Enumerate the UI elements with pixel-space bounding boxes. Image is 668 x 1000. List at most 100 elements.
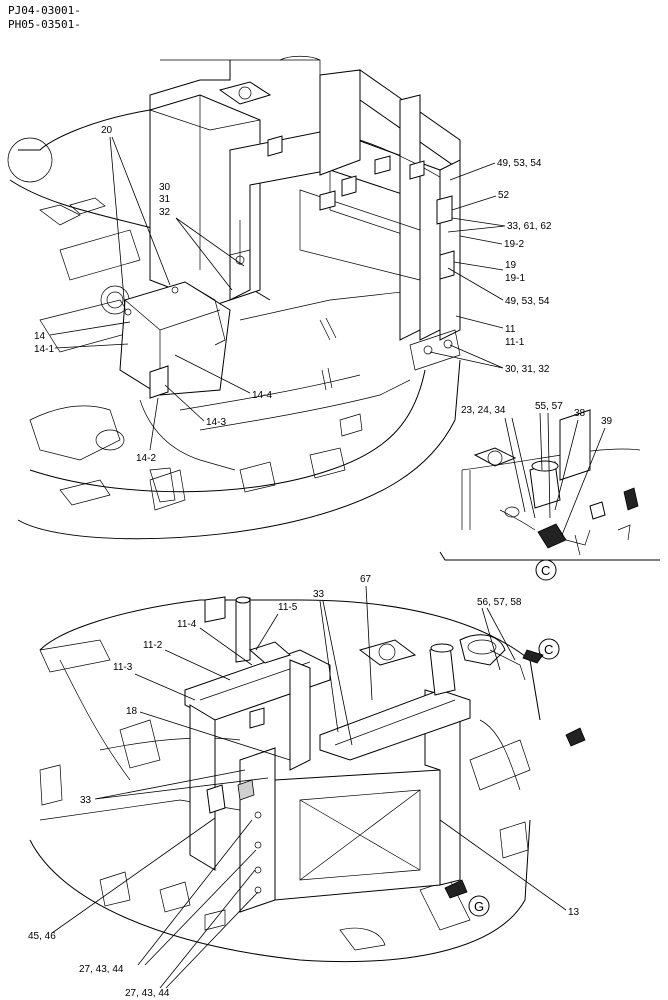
callout-11-2: 11-2: [143, 640, 163, 651]
serial-range-2: PH05-03501-: [8, 18, 81, 31]
leader-33-side: [94, 769, 269, 800]
frame-deck-edge: [29, 369, 426, 493]
detail-callouts: 23, 24, 34 55, 57 38 39: [461, 401, 613, 536]
leader-55-57: [539, 412, 551, 519]
deck-cable: [139, 399, 236, 471]
leader-19-2: [459, 235, 503, 245]
top-beam-line: [334, 699, 456, 746]
leader-52: [451, 195, 497, 211]
detail-bolt: [617, 524, 631, 541]
upper-frame-view: [7, 55, 461, 540]
detail-clamp: [504, 506, 520, 518]
tank-cap-bolt: [238, 86, 252, 100]
detail-wire: [565, 529, 591, 556]
callout-27-43-44-b: 27, 43, 44: [125, 988, 170, 999]
callout-56-57-58: 56, 57, 58: [477, 597, 522, 608]
foot-bolt-1: [423, 345, 433, 355]
callout-31: 31: [159, 194, 171, 205]
side-bracket: [439, 159, 461, 341]
lower-bracket-2: [119, 719, 161, 769]
frame-brace: [359, 139, 446, 181]
lower-bracket-3: [469, 739, 531, 791]
leader-56-57-58: [481, 607, 516, 671]
lower-disc-rear: [39, 599, 541, 721]
detail-filter-top: [531, 460, 559, 472]
side-plate-52: [436, 195, 453, 225]
detail-pump-plate: [473, 447, 517, 467]
lower-pad-3: [339, 927, 386, 951]
frame-post-left: [319, 69, 361, 176]
lower-rail-left: [59, 659, 131, 781]
callout-19: 19: [505, 260, 517, 271]
view-c-marker-circle: [535, 559, 557, 581]
lower-rail-mid: [99, 737, 241, 751]
callout-11-4: 11-4: [177, 619, 197, 630]
callout-11: 11: [505, 324, 516, 335]
view-g-marker-label: G: [474, 899, 484, 914]
leader-33-61: [447, 217, 506, 233]
leader-11-2: [164, 649, 231, 681]
lower-frame-view: C G: [29, 596, 586, 963]
duct-clamp: [149, 365, 169, 399]
lower-frame-top-bracket: [249, 641, 291, 664]
bolt-stack: [229, 220, 251, 265]
callout-23-24-34: 23, 24, 34: [461, 405, 506, 416]
tank-cap: [218, 81, 272, 105]
deck-bracket-3: [149, 467, 176, 503]
connector-block-2: [237, 779, 255, 801]
callout-19-1: 19-1: [505, 273, 525, 284]
bracket-top-4: [409, 160, 425, 180]
detail-c-frame: [439, 551, 660, 561]
callout-32: 32: [159, 207, 171, 218]
detail-hose: [499, 509, 536, 531]
top-view-callouts: 20 30 31 32 49, 53, 54 52 33, 61, 62 19-…: [34, 125, 552, 464]
callout-14-1: 14-1: [34, 344, 54, 355]
view-c-marker-label: C: [541, 563, 550, 578]
leader-14-2: [149, 397, 159, 451]
callout-49-53-54-top: 49, 53, 54: [497, 158, 542, 169]
lower-bracket-1: [39, 764, 63, 806]
bearing-ring-inner: [106, 291, 124, 309]
serial-range-1: PJ04-03001-: [8, 4, 81, 17]
callout-30: 30: [159, 182, 171, 193]
air-duct-flange: [184, 281, 226, 346]
rear-bracket: [204, 596, 226, 623]
duct-bolt-1: [124, 308, 132, 316]
deck-marks-1: [319, 317, 337, 341]
fan-shroud-louvers: [299, 789, 421, 881]
lower-frame-column: [239, 747, 276, 913]
connector-block: [206, 784, 226, 814]
callout-39: 39: [601, 416, 613, 427]
lower-rail-right: [479, 719, 521, 791]
view-c-marker-label-2: C: [544, 642, 553, 657]
column-bolt-1: [254, 811, 262, 819]
leader-19: [453, 261, 504, 271]
detail-fitting: [589, 501, 606, 520]
filter-housing: [429, 644, 456, 696]
deck-plate-c: [29, 405, 121, 461]
swing-bearing-cutout: [7, 137, 53, 183]
leader-67: [365, 585, 373, 701]
lower-disc-outline: [29, 819, 531, 963]
leader-11-5: [255, 613, 279, 651]
leader-14-4: [174, 354, 251, 394]
leader-14-3: [164, 384, 205, 422]
callout-30-31-32: 30, 31, 32: [505, 364, 550, 375]
leader-20: [109, 136, 171, 311]
leader-30-31-32: [429, 344, 504, 369]
leader-33-top: [319, 600, 353, 746]
detail-arrow-block: [623, 487, 639, 511]
lower-frame-post-left: [189, 704, 216, 871]
leader-14: [49, 321, 131, 349]
callout-33-side: 33: [80, 795, 92, 806]
deck-plate-a: [59, 229, 141, 281]
callout-18: 18: [126, 706, 138, 717]
foot-bolt-2: [443, 339, 453, 349]
base-bolt-plate: [204, 909, 226, 931]
leader-38: [554, 419, 579, 511]
deck-rib-3: [239, 289, 421, 321]
deck-rib-1: [199, 379, 411, 431]
callout-49-53-54-bottom: 49, 53, 54: [505, 296, 550, 307]
callout-11-3: 11-3: [113, 662, 133, 673]
